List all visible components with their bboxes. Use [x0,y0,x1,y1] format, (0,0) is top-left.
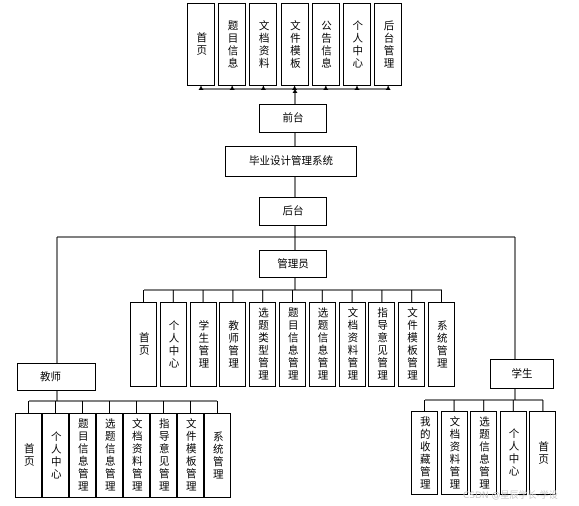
frontend-module-box: 文档资料 [249,3,278,86]
admin-module-box: 教师管理 [219,302,247,387]
admin-label: 管理员 [277,257,309,270]
frontend-module-box: 题目信息 [218,3,247,86]
student-module-label: 我的收藏管理 [418,415,431,491]
teacher-module-label: 指导意见管理 [157,418,170,493]
frontend-module-label: 个人中心 [351,19,364,70]
admin-module-box: 学生管理 [189,302,217,387]
admin-module-box: 文件模板管理 [398,302,426,387]
teacher-module-label: 题目信息管理 [76,418,89,493]
teacher-module-box: 文件模板管理 [177,413,204,498]
frontend-module-label: 文件模板 [288,19,301,70]
admin-box: 管理员 [259,250,327,278]
student-label: 学生 [511,367,533,380]
student-module-box: 文档资料管理 [440,411,468,495]
frontend-module-label: 公告信息 [320,19,333,70]
frontend-module-label: 文档资料 [257,19,270,70]
admin-module-label: 指导意见管理 [376,307,389,382]
admin-module-label: 教师管理 [227,319,240,370]
student-module-box: 个人中心 [499,411,527,495]
teacher-module-label: 系统管理 [211,430,224,481]
frontend-module-label: 首页 [195,32,208,57]
admin-module-box: 系统管理 [428,302,455,387]
backend-label: 后台 [282,205,304,218]
teacher-module-label: 个人中心 [49,430,62,481]
frontend-arrowhead [292,86,298,90]
student-module-label: 文档资料管理 [448,415,461,491]
student-module-box: 我的收藏管理 [411,411,438,495]
teacher-label: 教师 [40,370,61,383]
frontend-arrowhead [385,86,391,90]
frontend-module-box: 首页 [187,3,215,86]
admin-module-label: 个人中心 [167,319,180,370]
teacher-module-box: 个人中心 [42,413,69,498]
admin-module-box: 文档资料管理 [338,302,366,387]
system-title-box: 毕业设计管理系统 [225,146,357,177]
watermark-text: CSDN @星辰学长-学设 [463,491,558,501]
admin-module-box: 题目信息管理 [279,302,306,387]
system-title: 毕业设计管理系统 [249,155,333,168]
teacher-module-box: 指导意见管理 [150,413,177,498]
teacher-module-label: 文档资料管理 [130,418,143,493]
student-module-label: 个人中心 [507,428,520,478]
admin-module-box: 首页 [130,302,157,387]
student-module-box: 首页 [529,411,557,495]
frontend-module-label: 题目信息 [226,19,239,70]
frontend-module-label: 后台管理 [382,19,395,70]
admin-module-label: 题目信息管理 [286,307,299,382]
frontend-arrowhead [229,86,235,90]
student-box: 学生 [490,359,554,389]
student-module-label: 选题信息管理 [477,415,490,491]
admin-module-label: 系统管理 [435,319,448,370]
admin-module-label: 首页 [137,332,150,357]
admin-module-label: 文档资料管理 [346,307,359,382]
teacher-module-label: 选题信息管理 [103,418,116,493]
frontend-arrowhead [198,86,204,90]
frontend-arrowhead [323,86,329,90]
admin-module-label: 学生管理 [197,319,210,370]
admin-module-box: 选题类型管理 [249,302,277,387]
student-module-label: 首页 [537,440,550,466]
frontend-module-box: 个人中心 [343,3,371,86]
frontend-arrowhead [354,86,360,90]
frontend-bus-arrowhead [292,89,298,93]
teacher-module-label: 文件模板管理 [184,418,197,493]
admin-module-label: 选题信息管理 [316,307,329,382]
frontend-label: 前台 [282,112,304,125]
admin-module-box: 选题信息管理 [308,302,336,387]
teacher-module-box: 选题信息管理 [96,413,123,498]
frontend-module-box: 后台管理 [374,3,403,86]
backend-box: 后台 [259,197,327,226]
teacher-module-box: 首页 [15,413,42,498]
frontend-arrowhead [260,86,266,90]
teacher-module-box: 题目信息管理 [69,413,96,498]
teacher-module-label: 首页 [22,443,35,468]
admin-module-box: 个人中心 [159,302,187,387]
admin-module-label: 文件模板管理 [405,307,418,382]
teacher-module-box: 文档资料管理 [123,413,150,498]
admin-module-label: 选题类型管理 [256,307,269,382]
frontend-module-box: 公告信息 [311,3,340,86]
admin-module-box: 指导意见管理 [368,302,396,387]
student-module-box: 选题信息管理 [470,411,498,495]
teacher-module-box: 系统管理 [204,413,231,498]
teacher-box: 教师 [17,363,96,391]
frontend-module-box: 文件模板 [280,3,309,86]
frontend-box: 前台 [259,104,327,133]
